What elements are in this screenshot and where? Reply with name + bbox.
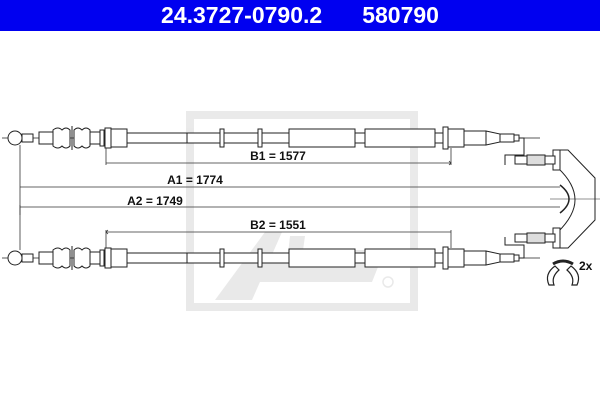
- retaining-clip-icon: [546, 259, 580, 286]
- cable-top: [2, 126, 540, 165]
- clip-quantity: 2x: [579, 259, 593, 273]
- article-number: 580790: [362, 2, 439, 28]
- equalizer-bracket: [514, 149, 600, 249]
- dimension-b1-label: B1 = 1577: [250, 149, 306, 163]
- part-number: 24.3727-0790.2: [161, 2, 323, 28]
- title-bar: 24.3727-0790.2 580790: [0, 0, 600, 31]
- dimension-a2-label: A2 = 1749: [127, 194, 183, 208]
- dimension-a1-label: A1 = 1774: [167, 173, 223, 187]
- ate-logo-icon: [186, 111, 418, 311]
- dimension-lines: [19, 145, 560, 250]
- cable-bottom: [2, 237, 540, 270]
- dimension-b2-label: B2 = 1551: [250, 218, 306, 232]
